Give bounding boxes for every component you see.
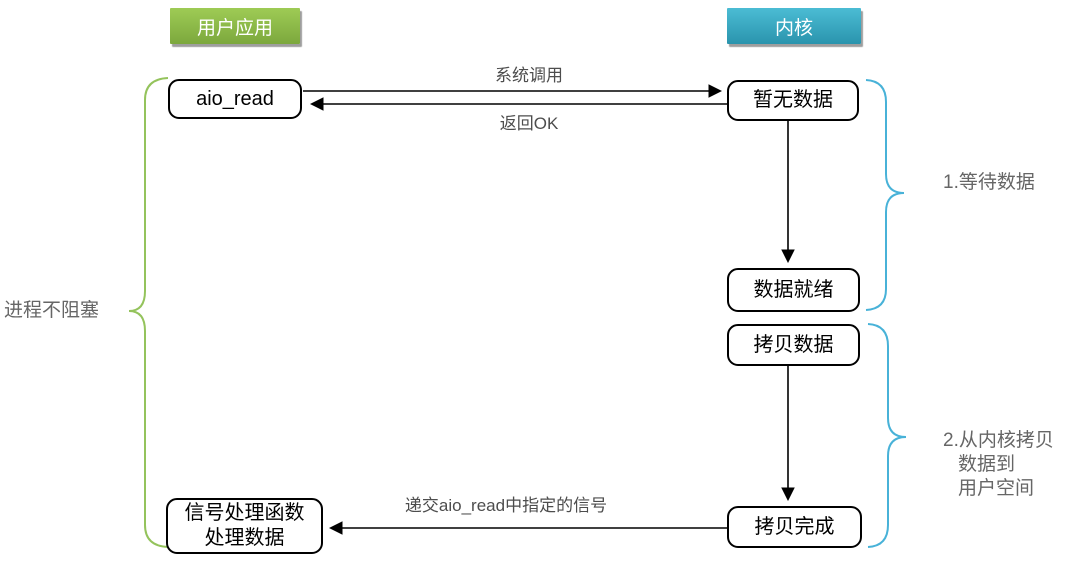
copy-done-node: 拷贝完成 <box>727 506 862 548</box>
step1-brace <box>865 79 905 311</box>
return-ok-arrow-label: 返回OK <box>429 109 629 134</box>
signal-handler-node: 信号处理函数 处理数据 <box>166 498 323 554</box>
aio-read-node: aio_read <box>168 79 302 119</box>
step2-label-line3: 用户空间 <box>958 478 1035 499</box>
deliver-signal-arrow-label: 递交aio_read中指定的信号 <box>356 491 656 516</box>
signal-handler-line2: 处理数据 <box>204 527 285 549</box>
step2-label-line2: 数据到 <box>958 454 1016 475</box>
step2-label: 2.从内核拷贝 数据到 用户空间 <box>943 429 1054 501</box>
step1-label: 1.等待数据 <box>943 172 1035 193</box>
signal-handler-line1: 信号处理函数 <box>184 502 305 524</box>
process-no-block-label: 进程不阻塞 <box>4 300 100 321</box>
kernel-header: 内核 <box>727 8 861 44</box>
step2-label-line1: 2.从内核拷贝 <box>943 430 1054 451</box>
user-app-header: 用户应用 <box>170 8 300 44</box>
step2-brace <box>867 323 907 548</box>
process-no-block-brace <box>128 77 169 548</box>
syscall-arrow-label: 系统调用 <box>429 61 629 86</box>
data-ready-node: 数据就绪 <box>727 268 860 312</box>
copy-data-node: 拷贝数据 <box>727 324 860 366</box>
no-data-node: 暂无数据 <box>727 80 859 121</box>
